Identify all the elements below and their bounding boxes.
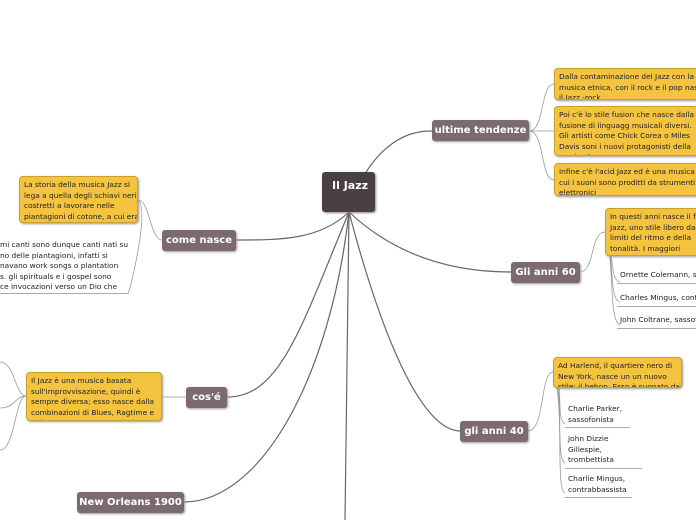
note-jazz-rock[interactable]: Dalla contaminazione del Jazz con la mus… [554,68,696,100]
note-storia-schiavi[interactable]: La storia della musica Jazz si lega a qu… [19,176,138,223]
note-acid-jazz[interactable]: Infine c'è l'acid Jazz ed è una musica i… [554,163,696,196]
note-fusion[interactable]: Poi c'è lo stile fusion che nasce dalla … [554,106,696,156]
topic-new-orleans-1900[interactable]: New Orleans 1900 [77,492,184,513]
topic-cose[interactable]: cos'é [186,387,227,408]
topic-ultime-tendenze[interactable]: ultime tendenze [432,120,529,141]
leaf-canti[interactable]: mi canti sono dunque canti nati sul no d… [0,238,128,294]
leaf-dizzy-gillespie[interactable]: John Dizzie Gillespie, trombettista [565,432,642,469]
topic-anni-60[interactable]: Gli anni 60 [511,262,580,283]
topic-anni-40[interactable]: gli anni 40 [460,421,528,442]
leaf-charles-mingus[interactable]: Charles Mingus, contrabbassista [617,291,696,307]
central-topic[interactable]: Il Jazz [322,172,375,212]
leaf-ornette-coleman[interactable]: Ornette Colemann, sassofonista [617,268,696,284]
note-bebop[interactable]: Ad Harlend, il quartiere nero di New Yor… [553,357,682,388]
topic-come-nasce[interactable]: come nasce [162,230,236,251]
note-free-jazz[interactable]: In questi anni nasce il free Jazz, uno s… [605,208,696,256]
leaf-charlie-parker[interactable]: Charlie Parker, sassofonista [565,402,630,428]
leaf-john-coltrane[interactable]: John Coltrane, sassofonista [617,313,696,329]
note-definizione-jazz[interactable]: Il Jazz è una musica basata sull'improvv… [26,372,162,421]
leaf-charlie-mingus[interactable]: Charlie Mingus, contrabbassista [565,472,632,498]
